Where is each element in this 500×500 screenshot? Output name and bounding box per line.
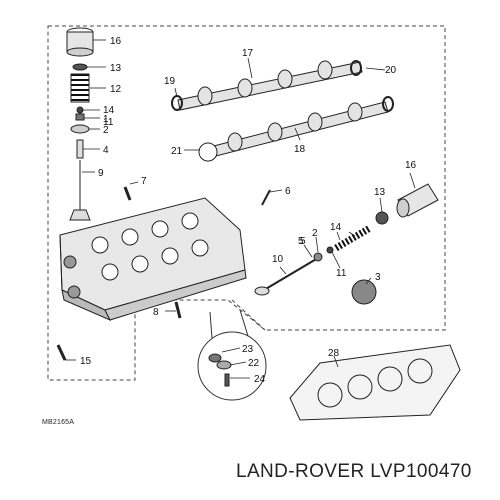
inset-parts bbox=[208, 353, 232, 387]
callout-22: 22 bbox=[248, 358, 260, 369]
callout-28: 28 bbox=[328, 348, 340, 359]
callout-5: 5 bbox=[298, 236, 304, 247]
callout-18: 18 bbox=[294, 144, 306, 155]
callout-23: 23 bbox=[242, 344, 254, 355]
dashed-boundary bbox=[47, 25, 446, 381]
callout-17: 17 bbox=[242, 48, 254, 59]
callout-2: 2 bbox=[103, 125, 109, 136]
callout-9: 9 bbox=[98, 168, 104, 179]
callout-13-right: 13 bbox=[374, 187, 386, 198]
callout-24: 24 bbox=[254, 374, 266, 385]
zoom-circle bbox=[197, 331, 267, 401]
callout-14: 14 bbox=[103, 105, 115, 116]
callout-11: 11 bbox=[103, 117, 114, 128]
callout-labels: 1 2 3 4 5 6 7 8 9 10 11 12 13 14 15 16 1… bbox=[80, 36, 417, 385]
callout-7: 7 bbox=[141, 176, 147, 187]
left-valve-stack bbox=[66, 27, 94, 221]
callout-16-right: 16 bbox=[405, 160, 417, 171]
callout-1: 1 bbox=[103, 114, 109, 125]
callout-3: 3 bbox=[375, 272, 381, 283]
callout-21: 21 bbox=[171, 146, 183, 157]
callout-13: 13 bbox=[110, 63, 122, 74]
callout-10: 10 bbox=[272, 254, 284, 265]
reference-code: MB2165A bbox=[42, 419, 75, 426]
callout-16: 16 bbox=[110, 36, 122, 47]
callout-8: 8 bbox=[153, 307, 159, 318]
callout-11-right: 11 bbox=[336, 268, 347, 279]
callout-15: 15 bbox=[80, 356, 92, 367]
cylinder-head bbox=[56, 186, 271, 361]
dashed-link bbox=[231, 299, 266, 331]
callout-14-right: 14 bbox=[330, 222, 342, 233]
right-valve-parts bbox=[254, 183, 439, 305]
callout-12: 12 bbox=[110, 84, 122, 95]
callout-5-right: 5 bbox=[300, 236, 306, 247]
callout-4: 4 bbox=[103, 145, 109, 156]
callout-19: 19 bbox=[164, 76, 176, 87]
callout-20: 20 bbox=[385, 65, 397, 76]
part-caption: LAND-ROVER LVP100470 bbox=[236, 461, 472, 482]
callout-6: 6 bbox=[285, 186, 291, 197]
callout-2-right: 2 bbox=[312, 228, 318, 239]
camshaft-upper bbox=[177, 60, 363, 111]
head-gasket bbox=[289, 344, 461, 421]
